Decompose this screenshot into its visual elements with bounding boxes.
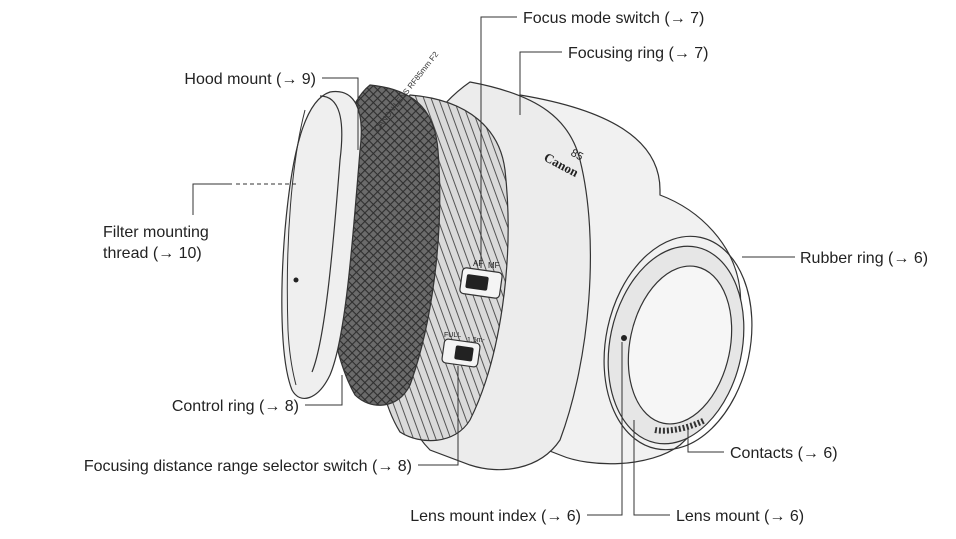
hood-mount <box>311 95 343 373</box>
leader-lines <box>192 16 795 516</box>
label-rubber-ring: Rubber ring (→ 6) <box>800 250 928 267</box>
front-index-dot <box>293 277 299 283</box>
leader-lens-mount-index <box>587 342 623 516</box>
label-lens-mount-index: Lens mount index (→ 6) <box>410 508 581 525</box>
label-hood-mount: Hood mount (→ 9) <box>184 71 316 88</box>
focusing-distance-switch: FULL 1.5m- <box>441 332 486 368</box>
leader-filter-thread-solid <box>192 183 232 215</box>
leader-hood-mount <box>322 77 359 150</box>
front-barrel <box>281 90 362 400</box>
af-label: AF <box>473 259 483 268</box>
label-focusing-ring: Focusing ring (→ 7) <box>568 45 709 62</box>
label-filter-thread-1: Filter mounting <box>103 224 209 241</box>
leader-focusing-ring <box>519 51 562 115</box>
full-label: FULL <box>444 332 461 339</box>
range-label: 1.5m- <box>467 337 486 344</box>
label-lens-mount: Lens mount (→ 6) <box>676 508 804 525</box>
rubber-ring <box>603 235 753 451</box>
mf-label: MF <box>488 261 500 270</box>
label-control-ring: Control ring (→ 8) <box>172 398 299 415</box>
lens-illustration: CANON LENS RF85mm F2 Canon 85 AF MF FULL… <box>281 49 753 471</box>
leader-focusing-distance-switch <box>418 366 459 466</box>
lens-mount-index-dot <box>621 335 627 341</box>
leader-contacts <box>687 428 724 453</box>
rear-glass <box>627 265 733 425</box>
leader-control-ring <box>305 375 343 406</box>
contacts <box>654 417 707 434</box>
label-focus-mode-switch: Focus mode switch (→ 7) <box>523 10 704 27</box>
leader-focus-mode-switch <box>480 16 517 268</box>
filter-mounting-thread <box>286 109 306 386</box>
label-focusing-distance-switch: Focusing distance range selector switch … <box>84 458 412 475</box>
callout-labels: Focus mode switch (→ 7) Focusing ring (→… <box>84 10 928 525</box>
leader-lens-mount <box>633 420 670 516</box>
focus-mode-switch: AF MF <box>459 259 503 299</box>
label-filter-thread-2: thread (→ 10) <box>103 245 202 262</box>
label-contacts: Contacts (→ 6) <box>730 445 838 462</box>
focal-length-marking: 85 <box>569 147 585 163</box>
